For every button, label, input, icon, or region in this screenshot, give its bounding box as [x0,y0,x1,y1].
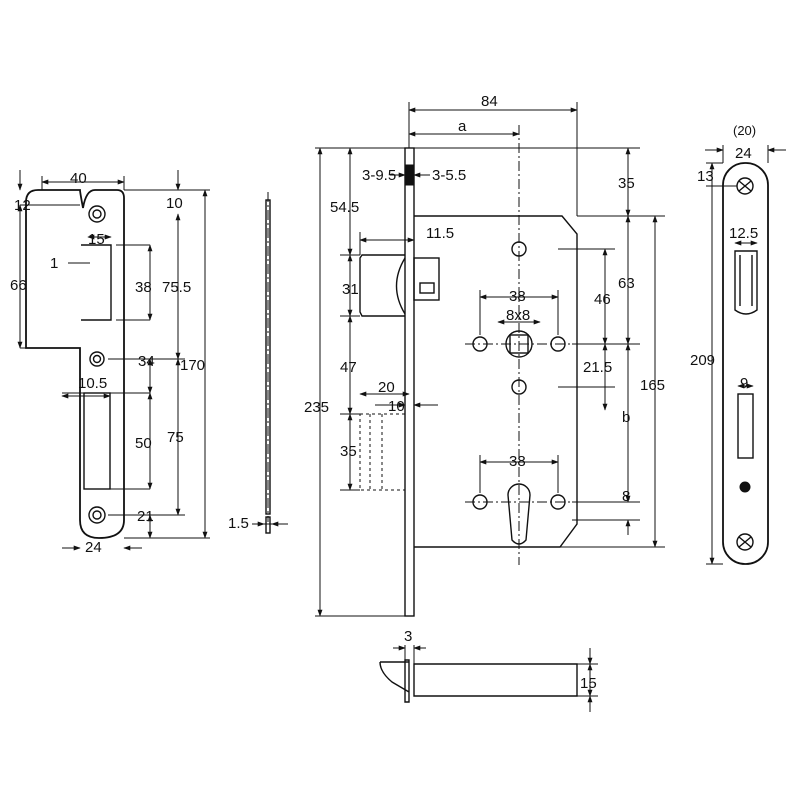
dim-label: 8 [622,488,630,505]
dim-label: (20) [733,123,756,138]
dim-label: 46 [594,291,611,308]
dim-label: 63 [618,275,635,292]
deadbolt [359,413,406,491]
plate-profile [265,199,271,515]
strike-plate-view: 40 12 10 66 15 1 38 75.5 170 34 10.5 50 … [10,170,210,556]
screw-hole-bottom [88,506,106,524]
dim-label: 3-5.5 [432,167,466,184]
dim-label: 21.5 [583,359,612,376]
forend-strip [404,147,415,617]
dim-label: 235 [304,399,329,416]
dim-label: 35 [618,175,635,192]
dim-label: 35 [340,443,357,460]
dim-label: 50 [135,435,152,452]
dim-label: 8x8 [506,307,530,324]
dim-label: 10 [388,398,405,415]
latch [359,254,405,317]
dim-label: 9 [740,375,748,392]
dim-label: 3 [404,628,412,645]
strike-plate-outline [25,189,125,539]
latch-opening [81,244,112,321]
dim-label: 15 [88,231,105,248]
dim-label: 12.5 [729,225,758,242]
dim-label: 10 [166,195,183,212]
bolt-bottom-view: 3 15 [379,628,598,712]
dim-label: 21 [137,508,154,525]
dim-label: 24 [85,539,102,556]
dim-label: 75.5 [162,279,191,296]
dim-label: 11.5 [426,225,454,242]
plate-thickness-view: 1.5 [228,192,288,534]
dim-label: 38 [509,288,526,305]
dim-label: 165 [640,377,665,394]
dim-label: 84 [481,93,498,110]
dim-label: 66 [10,277,27,294]
bolt-opening [83,392,111,490]
dim-label: 12 [14,197,31,214]
dim-label: 47 [340,359,357,376]
dim-label: 209 [690,352,715,369]
dim-label: 1.5 [228,515,249,532]
dim-label: 3-9.5 [362,167,396,184]
euro-cylinder-cutout [507,483,531,545]
dim-label: 170 [180,357,205,374]
dim-label: 54.5 [330,199,359,216]
bolt-profile [379,659,578,703]
dim-label: 38 [509,453,526,470]
dim-label: a [458,118,467,135]
screw-hole-middle-inner [92,354,102,364]
dim-label: b [622,409,630,426]
cylinder-pin [739,481,751,493]
dim-label: 24 [735,145,752,162]
dim-label: 34 [138,353,155,370]
screw-hole-middle [89,351,105,367]
dim-label: 13 [697,168,714,185]
dim-label: 31 [342,281,359,298]
dim-label: 40 [70,170,87,187]
screw-hole-top-inner [92,209,102,219]
screw-hole-bottom-inner [92,510,102,520]
dim-label: 20 [378,379,395,396]
bolt-slot [737,393,754,459]
dim-label: 1 [50,255,58,272]
latch-curve [395,257,406,315]
dim-label: 38 [135,279,152,296]
forend-screw-bottom [736,533,754,551]
screw-hole-top [88,205,106,223]
dim-label: 10.5 [78,375,107,392]
latch-slot [734,250,758,315]
lock-case [414,215,578,548]
dim-label: 75 [167,429,184,446]
dim-label: 15 [580,675,597,692]
latch-spring [413,257,440,301]
forend-plate [722,162,769,565]
lock-body-view: 84 a 3-9.5 3-5.5 35 54.5 11.5 63 46 31 3… [304,93,665,617]
forend-front-view: (20) 24 13 12.5 209 9 [690,123,786,565]
